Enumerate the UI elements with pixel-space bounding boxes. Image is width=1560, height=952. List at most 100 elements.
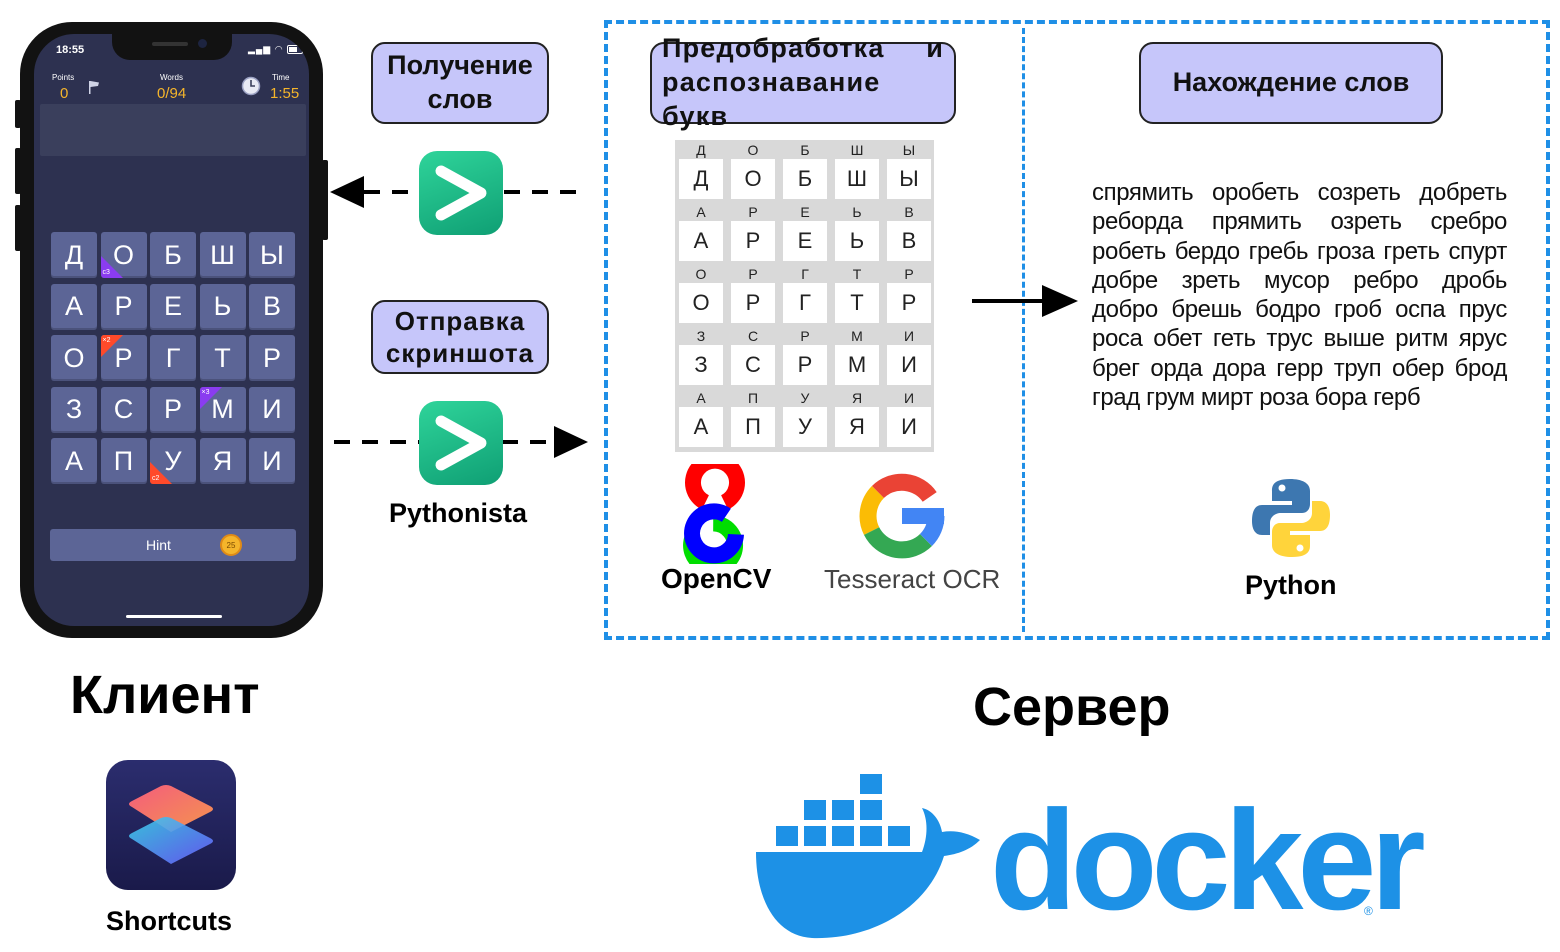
phone-tile-letter: Р <box>114 291 133 321</box>
grid-cell-thumb: Г <box>801 266 809 282</box>
phone-tile-letter: Д <box>64 239 84 270</box>
phone-tile[interactable]: Ш <box>199 232 246 278</box>
wifi-icon: ◠ <box>274 44 284 54</box>
phone-tile[interactable]: Г <box>150 335 196 381</box>
phone-tile[interactable]: С <box>100 386 147 433</box>
phone-tile[interactable]: М×3 <box>199 386 246 433</box>
phone-tile-letter: Ш <box>210 239 235 270</box>
phone-tile-letter: Ь <box>213 291 232 321</box>
phone-tile[interactable]: Я <box>199 438 246 484</box>
phone-tile[interactable]: И <box>249 438 295 484</box>
pythonista-icon <box>419 151 503 235</box>
phone-power-button <box>322 160 328 240</box>
bonus-marker <box>150 462 172 484</box>
grid-cell-letter: Е <box>783 221 827 261</box>
time-value: 1:55 <box>270 85 300 102</box>
grid-cell-thumb: О <box>747 142 759 158</box>
pythonista-icon-2 <box>419 401 503 485</box>
grid-cell-letter: Р <box>731 283 775 323</box>
grid-cell-thumb: Б <box>800 142 810 158</box>
grid-cell-letter: М <box>835 345 879 385</box>
python-label: Python <box>1245 570 1337 600</box>
python-logo-icon <box>1252 479 1330 557</box>
phone-tile[interactable]: А <box>51 438 97 484</box>
grid-cell-letter: Б <box>783 159 827 199</box>
phone-notch <box>112 34 232 60</box>
grid-cell-letter: О <box>679 283 723 323</box>
status-time: 18:55 <box>56 44 85 56</box>
grid-cell-letter: У <box>783 407 827 447</box>
found-words-bar <box>40 104 306 156</box>
hint-label: Hint <box>146 537 171 553</box>
clock-icon <box>241 76 261 96</box>
phone-side-button <box>15 100 21 128</box>
phone-tile[interactable]: Е <box>150 283 196 330</box>
points-value: 0 <box>60 85 69 102</box>
grid-cell-letter: Я <box>835 407 879 447</box>
grid-cell-thumb: Ь <box>852 204 862 220</box>
find-words-label: Нахождение слов <box>1139 42 1443 124</box>
grid-cell-thumb: Д <box>696 142 706 158</box>
phone-tile-letter: Е <box>163 291 182 321</box>
phone-tile-letter: Т <box>214 342 231 373</box>
grid-cell-letter: Ш <box>835 159 879 199</box>
grid-cell-thumb: П <box>747 390 759 406</box>
grid-cell-letter: А <box>679 221 723 261</box>
opencv-logo-icon <box>683 464 745 564</box>
phone-tile[interactable]: Р <box>100 283 147 330</box>
bonus-text: c3 <box>102 269 110 276</box>
phone-tile-letter: Г <box>165 342 181 373</box>
receive-words-label: Получение слов <box>371 42 549 124</box>
grid-cell-letter: И <box>887 345 931 385</box>
phone-tile[interactable]: В <box>249 283 295 330</box>
grid-cell-thumb: Е <box>800 204 810 220</box>
hint-button[interactable]: Hint 25 <box>50 529 296 561</box>
server-divider <box>1022 28 1025 632</box>
shortcuts-icon <box>106 760 236 890</box>
points-label: Points <box>52 73 75 82</box>
grid-cell-thumb: С <box>747 328 759 344</box>
grid-cell-thumb: В <box>904 204 914 220</box>
home-indicator[interactable] <box>126 615 222 618</box>
grid-cell-letter: А <box>679 407 723 447</box>
grid-cell-letter: И <box>887 407 931 447</box>
phone-tile-letter: В <box>262 291 281 321</box>
phone-tile-letter: И <box>262 445 282 476</box>
grid-cell-thumb: Ш <box>850 142 864 158</box>
phone-tile-letter: Р <box>163 394 182 424</box>
flag-icon <box>88 80 100 94</box>
bonus-text: ×2 <box>102 337 111 344</box>
phone-tile[interactable]: Т <box>199 335 246 381</box>
phone-tile[interactable]: Б <box>150 232 196 278</box>
phone-tile[interactable]: И <box>249 386 295 433</box>
phone-tile[interactable]: Ы <box>249 232 295 278</box>
send-screenshot-label: Отправка скриншота <box>371 300 549 374</box>
grid-cell-letter: Г <box>783 283 827 323</box>
hint-cost: 25 <box>226 540 236 550</box>
phone-tile[interactable]: Д <box>51 232 97 278</box>
phone-tile[interactable]: Р <box>249 335 295 381</box>
phone-tile[interactable]: Р <box>150 386 196 433</box>
grid-cell-thumb: З <box>696 328 706 344</box>
grid-cell-letter: Р <box>783 345 827 385</box>
grid-cell-letter: Т <box>835 283 879 323</box>
phone-tile[interactable]: З <box>51 386 97 433</box>
docker-whale-icon <box>756 774 980 939</box>
phone-tile[interactable]: П <box>100 438 147 484</box>
grid-cell-thumb: М <box>851 328 863 344</box>
phone-tile-letter: Я <box>212 445 233 476</box>
phone-screen: 18:55 ▂▄▆ ◠ Points 0 Words 0/94 Time 1:5… <box>34 34 309 626</box>
phone-tile-letter: С <box>113 394 134 424</box>
grid-cell-letter: В <box>887 221 931 261</box>
phone-volume-up <box>15 148 21 194</box>
phone-tile-letter: Б <box>164 239 182 270</box>
phone-tile[interactable]: А <box>51 283 97 330</box>
phone-tile[interactable]: Р×2 <box>100 335 147 381</box>
phone-tile[interactable]: О <box>51 335 97 381</box>
phone-tile[interactable]: Ь <box>199 283 246 330</box>
arrow-to-server <box>334 426 588 458</box>
signal-icon: ▂▄▆ <box>248 44 272 54</box>
